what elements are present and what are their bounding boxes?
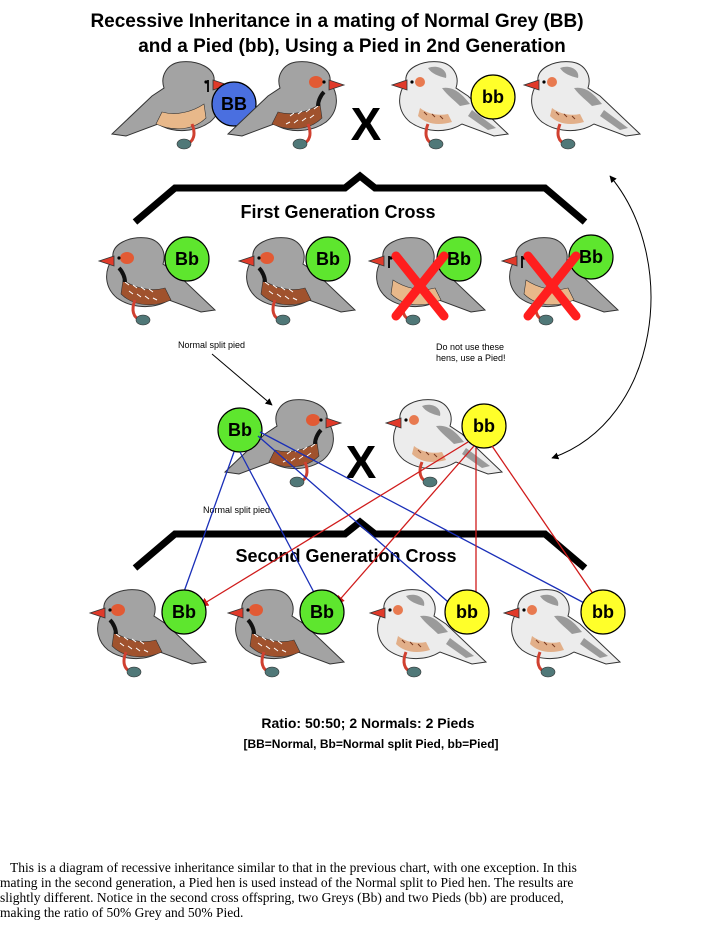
arrow-f1-to-p2 [211, 353, 273, 406]
f2-genotype-label-1: Bb [172, 602, 196, 622]
p2-genotype-label-Bb: Bb [228, 420, 252, 440]
legend-text: [BB=Normal, Bb=Normal split Pied, bb=Pie… [243, 737, 498, 751]
ratio-text: Ratio: 50:50; 2 Normals: 2 Pieds [261, 715, 474, 731]
parent-normal-hen [110, 60, 230, 151]
genotype-label-bb: bb [482, 87, 504, 107]
blue-allele-arrows [179, 431, 591, 609]
f2-genotype-label-3: bb [456, 602, 478, 622]
f1-genotype-label-2: Bb [316, 249, 340, 269]
f1-genotype-label-3: Bb [447, 249, 471, 269]
blue-arrow-2 [239, 451, 319, 601]
reject-x-mark-1 [391, 251, 449, 321]
f2-genotype-label-2: Bb [310, 602, 334, 622]
genotype-circle-BB [211, 81, 257, 127]
red-arrow-2 [335, 445, 475, 605]
caption-line-1: This is a diagram of recessive inheritan… [10, 860, 577, 875]
caption-line-3: slightly different. Notice in the second… [0, 890, 564, 905]
arrow-pied-hen-to-p2 [551, 175, 652, 460]
title-line-1: Recessive Inheritance in a mating of Nor… [90, 11, 583, 32]
note-normal-split-pied: Normal split pied [178, 340, 245, 350]
title-line-2: and a Pied (bb), Using a Pied in 2nd Gen… [138, 36, 566, 57]
blue-arrow-3 [257, 435, 456, 609]
f2-genotype-circle-2 [299, 589, 345, 635]
second-generation-bracket [132, 517, 588, 571]
f1-genotype-circle-1 [164, 236, 210, 282]
p2-genotype-circle-bb [461, 403, 507, 449]
caption-line-2: mating in the second generation, a Pied … [0, 875, 574, 890]
f1-genotype-circle-2 [305, 236, 351, 282]
blue-arrow-1 [179, 451, 235, 601]
f2-genotype-circle-4 [580, 589, 626, 635]
cross-symbol-1: X [351, 98, 382, 150]
f2-genotype-label-4: bb [592, 602, 614, 622]
f2-genotype-circle-3 [444, 589, 490, 635]
note-reject-line-1: Do not use these [436, 342, 504, 352]
f1-genotype-label-4: Bb [579, 247, 603, 267]
red-arrow-4 [491, 445, 601, 605]
red-allele-arrows [199, 441, 601, 607]
second-generation-label: Second Generation Cross [235, 546, 456, 566]
p2-genotype-label-bb: bb [473, 416, 495, 436]
f2-genotype-circle-1 [161, 589, 207, 635]
first-generation-bracket [132, 171, 588, 225]
red-arrow-1 [199, 441, 469, 607]
note-reject-line-2: hens, use a Pied! [436, 353, 506, 363]
caption-line-4: making the ratio of 50% Grey and 50% Pie… [0, 905, 244, 920]
genotype-label-BB: BB [221, 94, 247, 114]
first-generation-label: First Generation Cross [240, 202, 435, 222]
genotype-circle-bb [470, 74, 516, 120]
blue-arrow-4 [259, 431, 591, 607]
f1-genotype-label-1: Bb [175, 249, 199, 269]
p2-note-normal-split-pied: Normal split pied [203, 505, 270, 515]
caption-paragraph: This is a diagram of recessive inheritan… [0, 860, 718, 920]
parent-pied-hen [522, 60, 642, 151]
